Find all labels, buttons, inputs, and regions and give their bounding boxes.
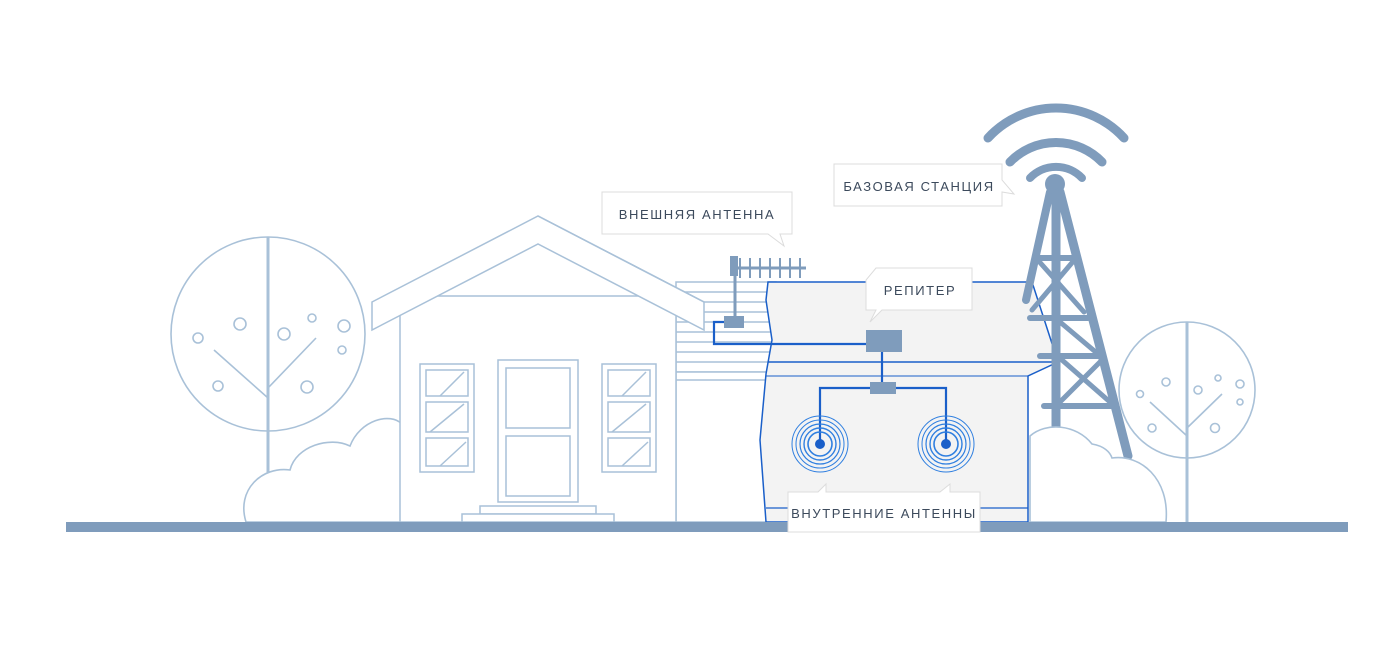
house (371, 215, 777, 523)
base-station-label: БАЗОВАЯ СТАНЦИЯ (843, 178, 995, 194)
cutaway-room (759, 281, 1059, 523)
internal-antenna-right-icon (917, 415, 975, 473)
right-tree (1118, 321, 1256, 522)
splitter-icon (870, 382, 896, 394)
repeater-device-icon (866, 330, 902, 352)
external-antenna-icon (724, 256, 806, 328)
ground-line (66, 522, 1348, 532)
base-station-tower (983, 103, 1133, 461)
callout-external-antenna (601, 191, 793, 248)
callout-internal-antennas (787, 482, 981, 533)
callout-repeater (865, 267, 973, 323)
callout-base-station (833, 163, 1016, 207)
internal-antenna-left-icon (791, 415, 849, 473)
right-bush (1029, 426, 1168, 523)
external-antenna-label: ВНЕШНЯЯ АНТЕННА (618, 206, 776, 222)
repeater-label: РЕПИТЕР (883, 282, 957, 298)
left-bush (243, 417, 403, 523)
internal-antennas-label: ВНУТРЕННИЕ АНТЕННЫ (791, 505, 977, 521)
